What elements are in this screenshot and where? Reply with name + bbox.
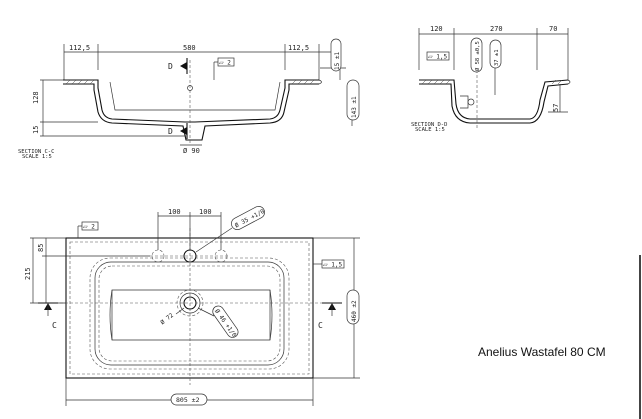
frame-edge bbox=[639, 255, 641, 419]
tv-width-805: 805 ±2 bbox=[176, 396, 200, 404]
cc-total-height-label: 143 ±1 bbox=[351, 96, 358, 118]
cc-section-d-top: D bbox=[168, 62, 173, 71]
cc-scale-label: SCALE 1:5 bbox=[22, 154, 52, 160]
cc-left-margin-label: 112,5 bbox=[69, 44, 90, 52]
top-view: 100 100 Ø 35 +1/0 ⏥ 2 ⏥ 1,5 85 215 460 ±… bbox=[24, 206, 360, 406]
dd-section-label: SECTION D-D bbox=[411, 122, 447, 128]
dd-front-label: 70 bbox=[549, 25, 557, 33]
cc-hatch bbox=[65, 79, 315, 85]
cc-section-d-bottom: D bbox=[168, 127, 173, 136]
dd-front-57-label: 57 bbox=[552, 104, 560, 112]
tv-offset-85: 85 bbox=[37, 244, 45, 252]
dd-back-label: 120 bbox=[430, 25, 443, 33]
tv-drain-72: Ø 72 bbox=[159, 312, 175, 327]
cc-bottom-label: 15 bbox=[32, 126, 40, 134]
cc-width-label: 580 bbox=[183, 44, 196, 52]
cc-depth-label: 128 bbox=[32, 91, 40, 104]
top-view-outline bbox=[65, 237, 314, 379]
dd-middle-label: 270 bbox=[490, 25, 503, 33]
tv-tap-spacing-right: 100 bbox=[199, 208, 212, 216]
tv-section-c-left: C bbox=[52, 321, 57, 330]
section-cc-view: 112,5 580 112,5 D D ⏥ 2 Ø 90 bbox=[18, 38, 360, 160]
dd-flatness-label: ⏥ 1,5 bbox=[428, 54, 447, 61]
tv-flatness-top: ⏥ 2 bbox=[83, 224, 95, 231]
tv-section-c-right: C bbox=[318, 321, 323, 330]
dd-scale-label: SCALE 1:5 bbox=[415, 127, 445, 133]
tv-depth-460: 460 ±2 bbox=[351, 300, 358, 322]
cc-flatness-label: ⏥ 2 bbox=[219, 60, 231, 67]
cc-section-label: SECTION C-C bbox=[18, 149, 54, 155]
cc-rim-height-label: 15 ±1 bbox=[334, 52, 341, 70]
section-dd-view: 120 270 70 ⏥ 1,5 Ø 58 ±0,5 37 ±1 57 SECT… bbox=[411, 25, 571, 133]
tv-tap-spacing-left: 100 bbox=[168, 208, 181, 216]
dd-basin-outline bbox=[419, 79, 569, 120]
dd-overflow-label: Ø 58 ±0,5 bbox=[474, 41, 481, 71]
dd-height-37-label: 37 ±1 bbox=[494, 49, 500, 66]
tv-offset-215: 215 bbox=[24, 267, 32, 280]
cc-drain-label: Ø 90 bbox=[183, 147, 200, 155]
cc-right-margin-label: 112,5 bbox=[288, 44, 309, 52]
cc-basin-outline bbox=[63, 79, 319, 123]
tv-flatness-side: ⏥ 1,5 bbox=[323, 262, 342, 269]
drawing-title: Anelius Wastafel 80 CM bbox=[478, 345, 606, 359]
